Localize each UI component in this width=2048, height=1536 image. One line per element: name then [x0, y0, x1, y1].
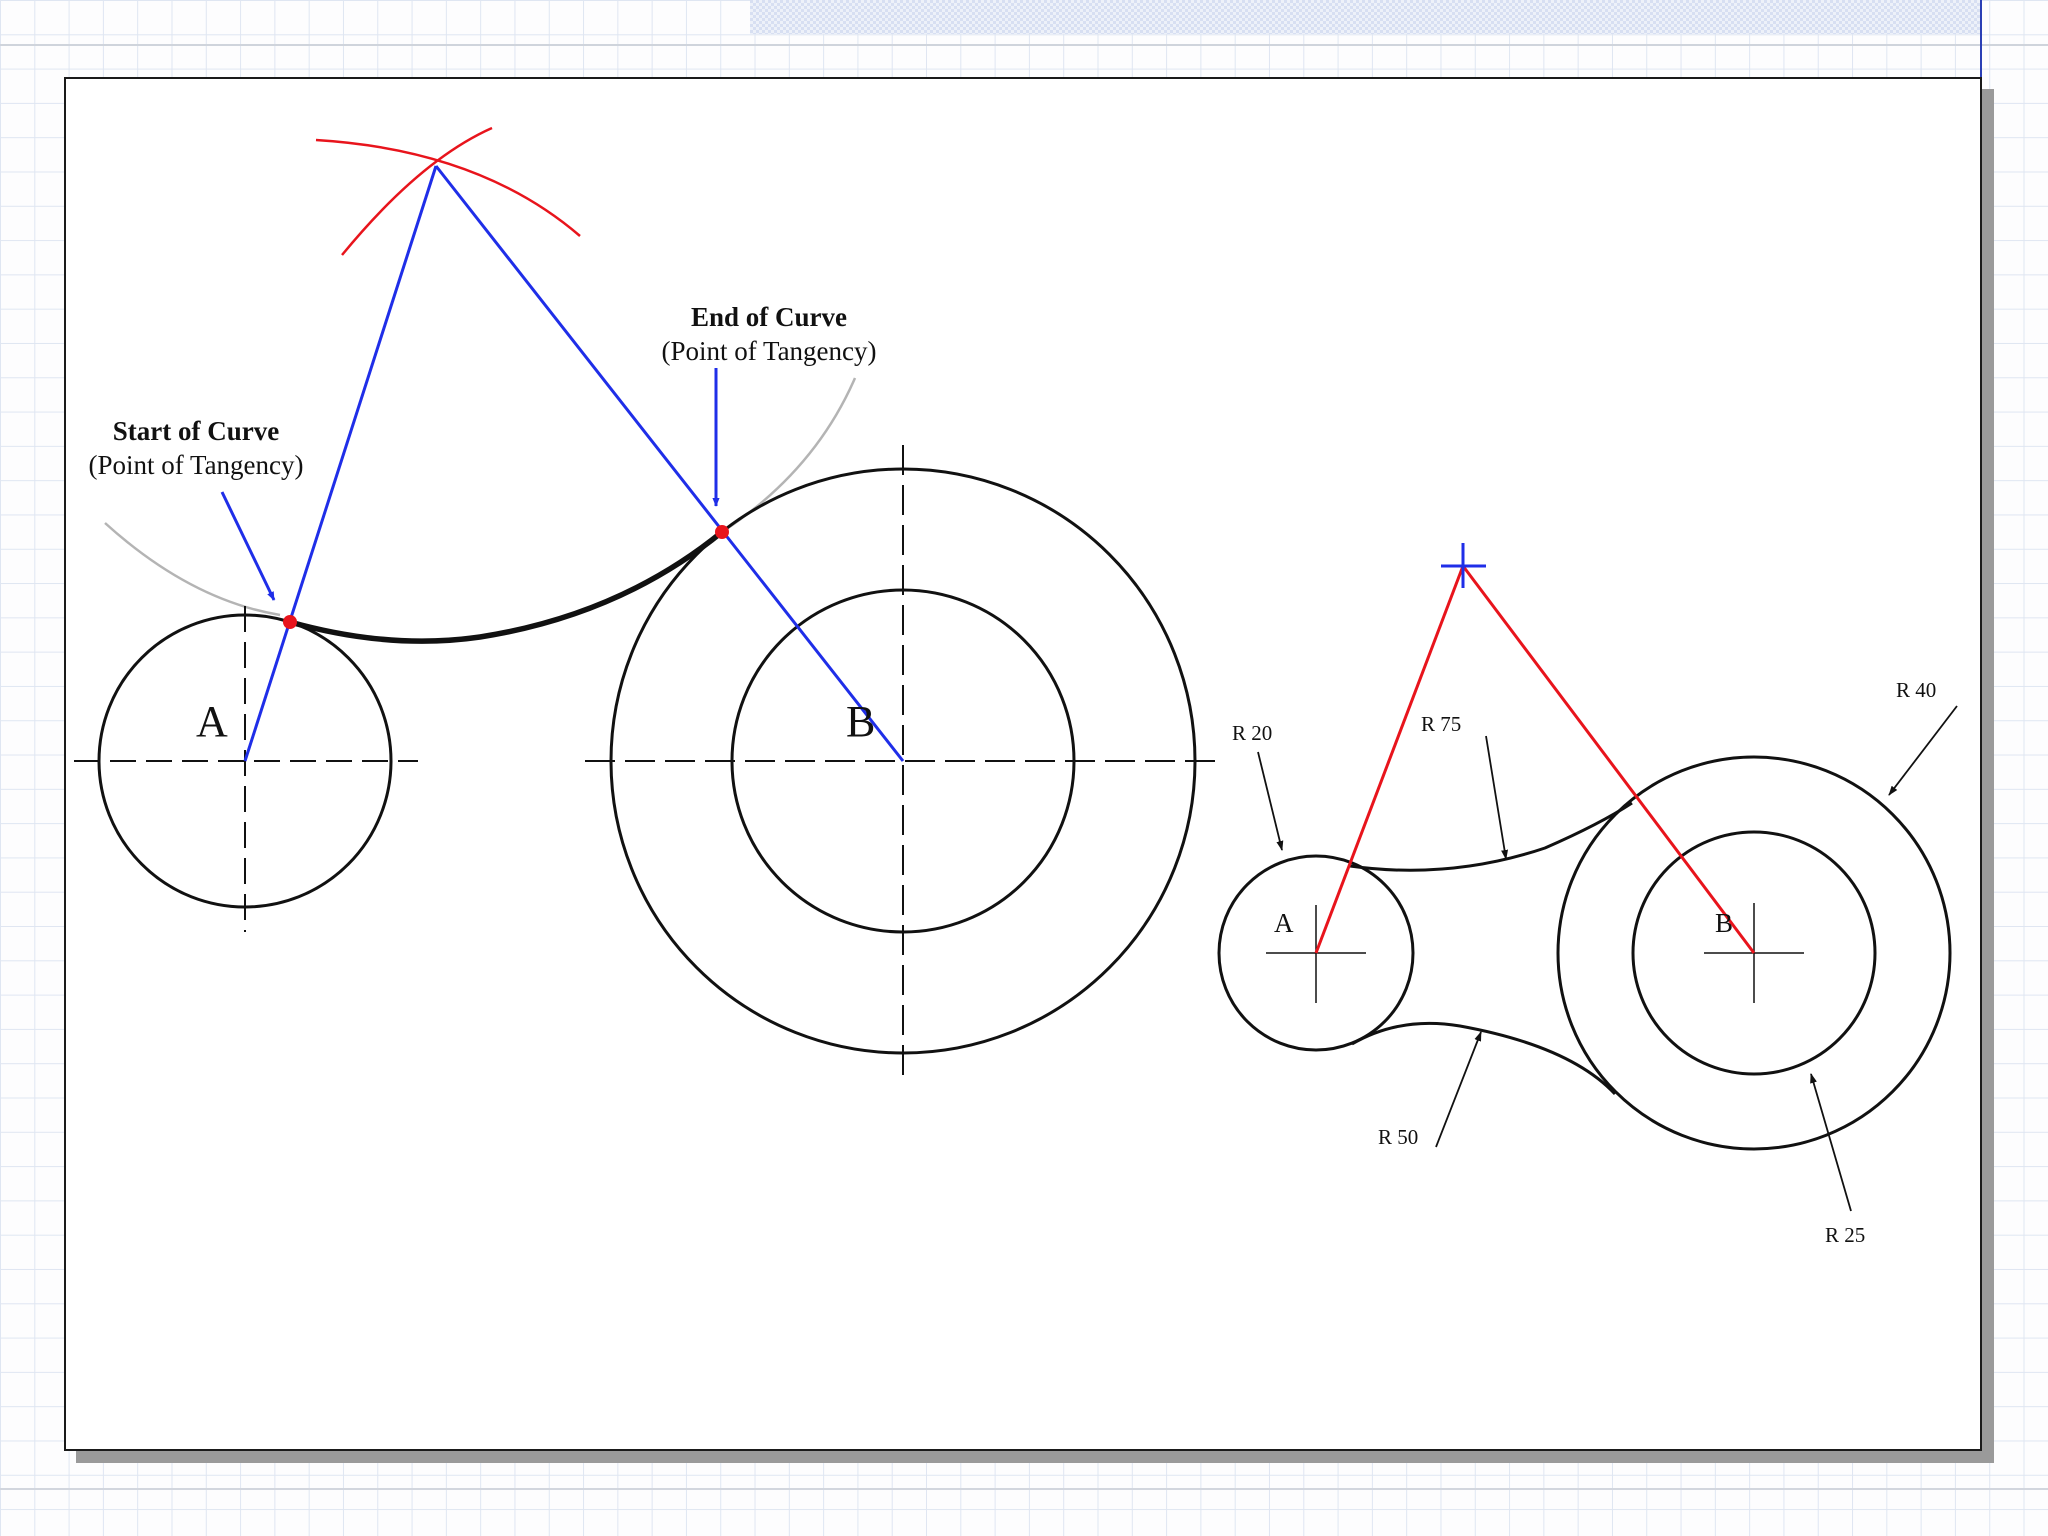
tangent-point-start: [283, 615, 297, 629]
dimension-r75: R 75: [1421, 712, 1461, 736]
leader-r75: [1485, 735, 1509, 860]
red-arc-1: [315, 138, 581, 237]
circle-a: [97, 613, 393, 909]
slide-header-band: [750, 0, 1980, 34]
header-divider: [0, 44, 2048, 46]
dimension-r40: R 40: [1896, 678, 1936, 702]
right-dimensioned-part: A B R 20 R 75 R 40 R 50 R 25: [1217, 543, 1958, 1247]
part-center-a-label: A: [1274, 908, 1294, 938]
start-of-curve-sublabel: (Point of Tangency): [88, 450, 303, 480]
guide-arc-right: [724, 377, 857, 532]
drawing-frame: [64, 77, 1982, 1451]
end-of-curve-label: End of Curve: [691, 302, 847, 332]
tangent-arc: [289, 529, 724, 644]
red-line-center-to-b: [1461, 565, 1756, 954]
footer-divider: [0, 1488, 2048, 1490]
leader-r20: [1257, 751, 1284, 851]
part-circle-a: [1217, 854, 1415, 1052]
dimension-r25: R 25: [1825, 1223, 1865, 1247]
tangent-point-end: [715, 525, 729, 539]
circle-b-inner: [730, 588, 1076, 934]
dimension-r50: R 50: [1378, 1125, 1418, 1149]
blue-line-center-to-b: [434, 165, 905, 762]
end-of-curve-sublabel: (Point of Tangency): [661, 336, 876, 366]
left-construction: Start of Curve (Point of Tangency) End o…: [74, 126, 1220, 1080]
side-accent-line: [1980, 0, 1982, 78]
leader-r40: [1888, 705, 1958, 796]
dimension-r20: R 20: [1232, 721, 1272, 745]
blue-line-a-to-center: [243, 165, 438, 762]
leader-r50: [1435, 1031, 1482, 1148]
part-circle-b-inner: [1631, 830, 1877, 1076]
start-of-curve-label: Start of Curve: [113, 416, 279, 446]
part-center-b-label: B: [1715, 908, 1733, 938]
circle-b-outer: [609, 467, 1197, 1055]
part-upper-arc: [1349, 801, 1633, 872]
red-line-a-to-center: [1314, 565, 1465, 954]
leader-r25: [1810, 1073, 1852, 1212]
red-arc-2: [341, 126, 493, 256]
center-b-label: B: [846, 697, 875, 746]
part-lower-arc: [1351, 1021, 1617, 1096]
guide-arc-left: [104, 522, 281, 617]
center-a-label: A: [196, 697, 228, 746]
arrow-start-of-curve: [220, 491, 276, 601]
part-circle-b-outer: [1556, 755, 1952, 1151]
